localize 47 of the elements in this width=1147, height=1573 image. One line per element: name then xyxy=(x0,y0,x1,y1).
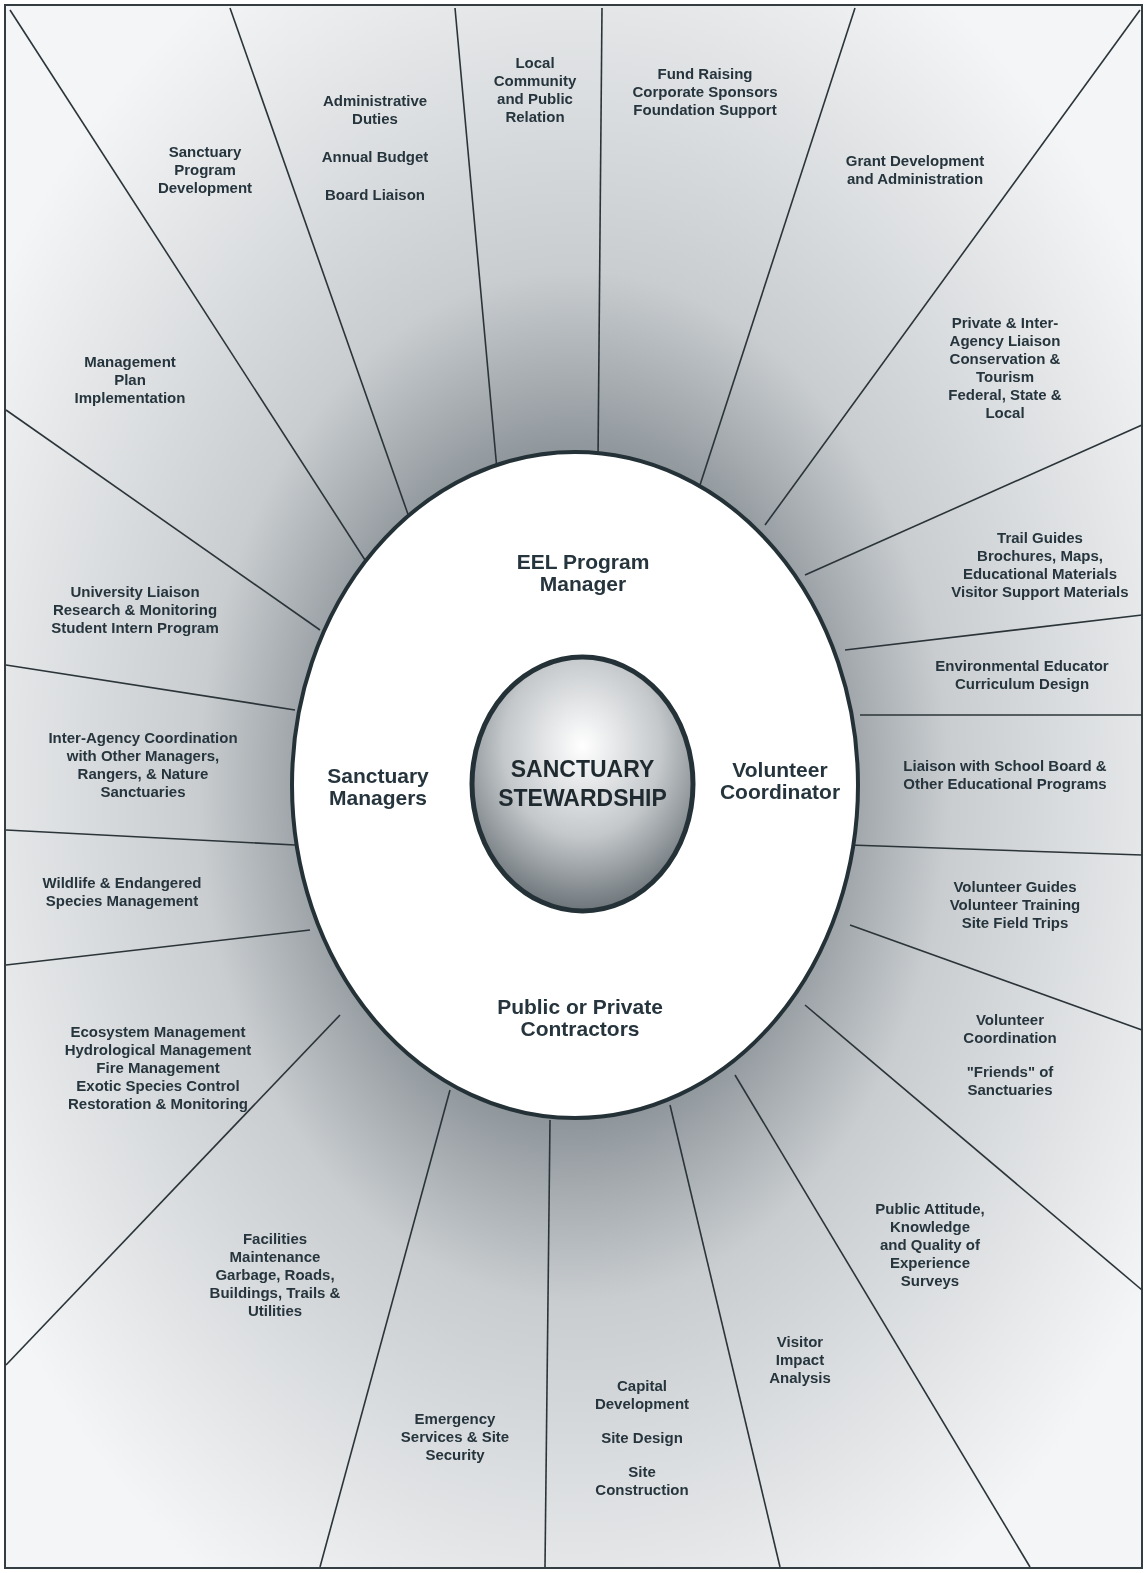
segment-label: Management Plan Implementation xyxy=(70,353,190,407)
segment-label: Private & Inter-Agency Liaison xyxy=(948,314,1062,350)
segment-label: Local Community and Public Relation xyxy=(490,54,580,126)
segment-label: Curriculum Design xyxy=(954,675,1090,693)
segment-label: Administrative Duties xyxy=(321,92,429,128)
segment-label: Visitor Impact Analysis xyxy=(765,1333,835,1387)
segment-label: Inter-Agency Coordination with Other Managers, Rangers, & Nature Sanctuaries xyxy=(48,729,238,801)
role-label: EEL Program Manager xyxy=(515,551,651,595)
segment-label: Restoration & Monitoring xyxy=(68,1095,248,1113)
segment-label: Emergency Services & Site Security xyxy=(397,1410,513,1464)
segment-label: Student Intern Program xyxy=(51,619,219,637)
segment-label: Visitor Support Materials xyxy=(951,583,1129,601)
role-label: Volunteer Coordinator xyxy=(718,759,842,803)
segment-label: Volunteer Guides xyxy=(953,878,1077,896)
segment-label: Annual Budget xyxy=(321,148,429,166)
segment-label: Brochures, Maps, Educational Materials xyxy=(961,547,1119,583)
segment-label: Capital Development xyxy=(593,1377,691,1413)
segment-label: Sanctuary Program Development xyxy=(145,143,265,197)
role-label: Public or Private Contractors xyxy=(496,996,664,1040)
segment-label: Liaison with School Board & Other Educational Programs xyxy=(902,757,1108,793)
segment-label: Trail Guides xyxy=(997,529,1083,547)
center-label: SANCTUARY STEWARDSHIP xyxy=(497,755,668,813)
segment-label: Site Field Trips xyxy=(961,914,1069,932)
segment-label: Hydrological Management xyxy=(64,1041,252,1059)
segment-label: Exotic Species Control xyxy=(76,1077,240,1095)
segment-label: Wildlife & Endangered Species Management xyxy=(37,874,207,910)
segment-label: Research & Monitoring xyxy=(52,601,218,619)
segment-label: Foundation Support xyxy=(633,101,777,119)
segment-label: "Friends" of Sanctuaries xyxy=(965,1063,1055,1099)
segment-label: Garbage, Roads, Buildings, Trails & Utilities xyxy=(208,1266,342,1320)
segment-label: Conservation & Tourism xyxy=(948,350,1062,386)
segment-label: Facilities Maintenance xyxy=(228,1230,322,1266)
segment-label: Corporate Sponsors xyxy=(632,83,778,101)
segment-label: Fire Management xyxy=(96,1059,220,1077)
segment-label: Grant Development and Administration xyxy=(840,152,990,188)
segment-label: Site Design xyxy=(601,1429,683,1447)
role-label: Sanctuary Managers xyxy=(326,765,430,809)
segment-label: University Liaison xyxy=(70,583,200,601)
segment-label: Fund Raising xyxy=(657,65,753,83)
segment-label: Volunteer Coordination xyxy=(962,1011,1058,1047)
segment-label: Federal, State & Local xyxy=(947,386,1063,422)
segment-label: Public Attitude, Knowledge and Quality of Experience Surveys xyxy=(875,1200,985,1290)
segment-label: Board Liaison xyxy=(325,186,425,204)
segment-label: Volunteer Training xyxy=(949,896,1081,914)
segment-label: Ecosystem Management xyxy=(70,1023,246,1041)
segment-label: Environmental Educator xyxy=(935,657,1109,675)
segment-label: Site Construction xyxy=(594,1463,690,1499)
